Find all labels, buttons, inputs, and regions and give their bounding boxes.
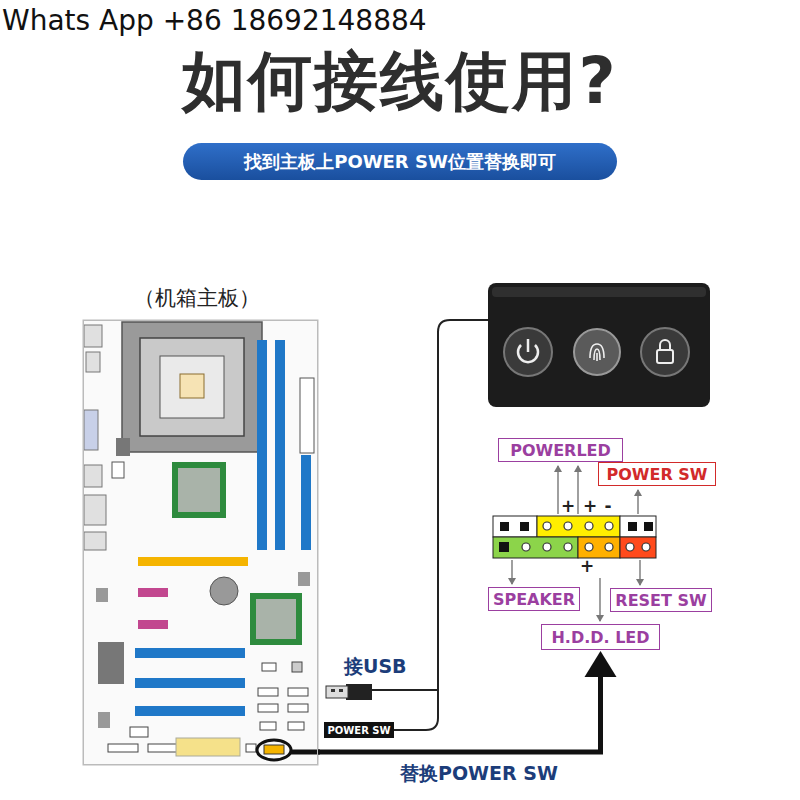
node-text: POWER SW: [607, 465, 708, 484]
edge-label: 替换POWER SW: [398, 761, 560, 787]
pin-label: SPEAKER: [488, 587, 580, 611]
pin-sign: +: [561, 496, 575, 516]
pci-slots: [135, 648, 245, 716]
pin-sign: +: [583, 496, 597, 516]
pin-sign: +: [580, 556, 594, 576]
pin-label: POWERLED: [498, 438, 623, 462]
highlight-circle: [257, 740, 291, 760]
node-text: 找到主板上POWER SW位置替换即可: [244, 150, 556, 174]
instruction-pill: 找到主板上POWER SW位置替换即可: [183, 143, 617, 180]
motherboard: （机箱主板）: [83, 320, 318, 765]
southbridge: [250, 593, 302, 645]
usb-cable: [372, 320, 488, 690]
node-text: H.D.D. LED: [551, 628, 649, 647]
front-panel-header: [264, 745, 284, 754]
cpu-socket: [122, 322, 262, 452]
thick-wire: [291, 750, 320, 755]
pin-sign: -: [604, 496, 611, 516]
device-buttons: [504, 328, 689, 376]
title: 如何接线使用?: [0, 38, 800, 125]
cable-tag: POWER SW: [324, 722, 393, 738]
cable-label: 接USB: [344, 654, 407, 680]
pin-label: POWER SW: [598, 462, 716, 486]
agp-slot: [138, 557, 248, 566]
pin-header: [493, 516, 656, 558]
ide-connector: [176, 738, 240, 756]
node-heading: （机箱主板）: [134, 284, 260, 312]
io-ports: [84, 325, 106, 550]
pin-label: H.D.D. LED: [541, 624, 660, 650]
node-text: RESET SW: [615, 591, 706, 610]
pin-label: RESET SW: [610, 588, 712, 612]
connector-arrow: [318, 651, 617, 752]
node-text: POWERLED: [510, 441, 611, 460]
node-text: SPEAKER: [493, 590, 575, 609]
node-text: POWER SW: [327, 725, 390, 736]
watermark: Whats App +86 18692148884: [2, 4, 427, 37]
arrowhead: [585, 651, 617, 677]
switch-device: [488, 283, 710, 407]
connector-line: [318, 677, 601, 752]
usb-plug: [326, 684, 372, 700]
switch-cable: [392, 690, 438, 730]
atx-power-connector: [300, 378, 314, 453]
motherboard-board: [83, 320, 318, 765]
northbridge: [172, 462, 226, 518]
cmos-battery: [210, 577, 238, 605]
